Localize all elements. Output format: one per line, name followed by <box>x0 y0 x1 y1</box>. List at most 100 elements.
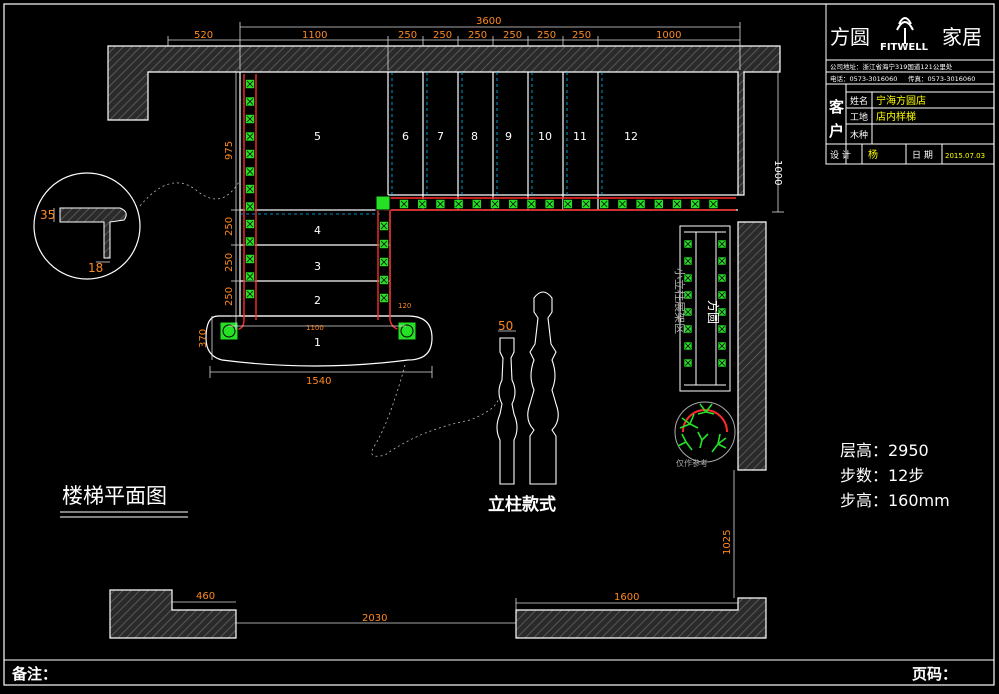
date-value: 2015.07.03 <box>945 152 985 160</box>
customer-label-2: 户 <box>829 122 844 140</box>
baluster-cross <box>246 168 254 175</box>
walls <box>107 45 781 639</box>
detail-leader <box>139 179 241 207</box>
baluster-cross <box>685 360 691 366</box>
site-value: 店内样梯 <box>876 110 916 123</box>
newel-post-left-cap <box>222 324 236 338</box>
dimension-labels: 3600 520 1100 250 250 250 250 250 250 10… <box>194 16 783 624</box>
dim-total-width: 3600 <box>476 16 501 27</box>
baluster-cross <box>473 200 481 208</box>
display-area-label: 小立柱展架区 <box>673 268 687 334</box>
handrail-profile-detail <box>33 172 141 280</box>
baluster-cross <box>719 326 725 332</box>
staircase <box>205 72 738 367</box>
dim-1000-top: 1000 <box>656 30 681 41</box>
step-number: 4 <box>314 224 321 237</box>
baluster-cross <box>710 200 717 208</box>
baluster-cross <box>619 200 626 208</box>
reference-only-label: 仅作参考 <box>676 458 708 468</box>
dim-250: 250 <box>398 30 417 41</box>
dim-250: 250 <box>503 30 522 41</box>
baluster-cross <box>380 294 388 302</box>
company-phone: 电话：0573-3016060 <box>830 74 897 83</box>
baluster-cross <box>246 185 254 193</box>
baluster-cross <box>719 258 725 264</box>
rack-logo-text: 方圆 <box>706 300 721 324</box>
handrail <box>233 74 736 331</box>
baluster-cross <box>685 275 691 281</box>
step-count: 步数：12步 <box>840 466 924 485</box>
display-rack <box>679 225 731 392</box>
dim-520: 520 <box>194 30 213 41</box>
step-number: 1 <box>314 336 321 349</box>
baluster-cross <box>246 203 254 210</box>
baluster-cross <box>546 200 553 208</box>
dim-250: 250 <box>537 30 556 41</box>
baluster-cross <box>246 273 254 280</box>
company-fax: 传真：0573-3016060 <box>908 74 975 83</box>
dim-1000-right: 1000 <box>772 160 783 185</box>
baluster-cross <box>528 200 535 208</box>
step-number: 8 <box>471 130 478 143</box>
dimension-lines <box>167 22 784 624</box>
baluster-cross <box>685 326 691 332</box>
baluster-cross <box>380 258 388 266</box>
dim-975: 975 <box>224 141 235 160</box>
designer-label: 设 计 <box>830 149 851 161</box>
step-number: 9 <box>505 130 512 143</box>
step-number: 2 <box>314 294 321 307</box>
dim-35: 35 <box>40 208 55 222</box>
brand-cn: 家居 <box>942 25 982 49</box>
dim-18: 18 <box>88 261 103 275</box>
baluster-cross <box>564 200 572 208</box>
designer-value: 杨 <box>868 148 878 161</box>
post-style-label: 立柱款式 <box>488 494 556 515</box>
company-address: 公司地址：浙江省海宁319国道121公里处 <box>830 62 953 71</box>
plan-title: 楼梯平面图 <box>62 484 167 508</box>
post-leader <box>371 364 499 457</box>
brand-name: FITWELL <box>880 42 929 53</box>
customer-label-1: 客 <box>828 98 845 116</box>
dim-1100: 1100 <box>302 30 327 41</box>
baluster-cross <box>491 200 499 208</box>
balusters <box>245 79 719 303</box>
dim-370: 370 <box>198 329 209 348</box>
baluster-cross <box>691 200 699 208</box>
step-number: 6 <box>402 130 409 143</box>
baluster-cross <box>246 150 254 158</box>
baluster-cross <box>246 238 254 245</box>
baluster-cross <box>685 343 691 349</box>
logo-text: 方圆 <box>830 25 870 49</box>
baluster-cross <box>380 276 388 284</box>
baluster-cross <box>437 200 444 208</box>
baluster-cross <box>719 241 725 247</box>
floor-height: 层高：2950 <box>840 441 929 460</box>
post-style-drawing <box>496 291 559 485</box>
baluster-cross <box>380 222 388 230</box>
baluster-cross <box>685 292 691 298</box>
dim-250-left: 250 <box>224 253 235 272</box>
baluster-cross <box>455 200 462 208</box>
dim-250-left: 250 <box>224 287 235 306</box>
baluster-cross <box>509 200 517 208</box>
baluster-cross <box>685 241 691 247</box>
baluster-cross <box>246 80 254 88</box>
dim-460: 460 <box>196 591 215 602</box>
dim-50: 50 <box>498 319 513 333</box>
material-label: 木种 <box>850 129 868 141</box>
baluster-cross <box>246 220 254 228</box>
dim-1540: 1540 <box>306 376 331 387</box>
baluster-cross <box>719 292 725 298</box>
newel-post-top <box>375 195 391 211</box>
step-number: 3 <box>314 260 321 273</box>
dim-250: 250 <box>572 30 591 41</box>
baluster-cross <box>246 290 254 298</box>
dim-1600: 1600 <box>614 592 639 603</box>
tree-logo-icon <box>896 17 914 44</box>
plant-icon <box>674 401 736 463</box>
date-label: 日 期 <box>912 150 933 161</box>
step-number: 10 <box>538 130 552 143</box>
dim-250: 250 <box>468 30 487 41</box>
title-block <box>825 3 995 165</box>
